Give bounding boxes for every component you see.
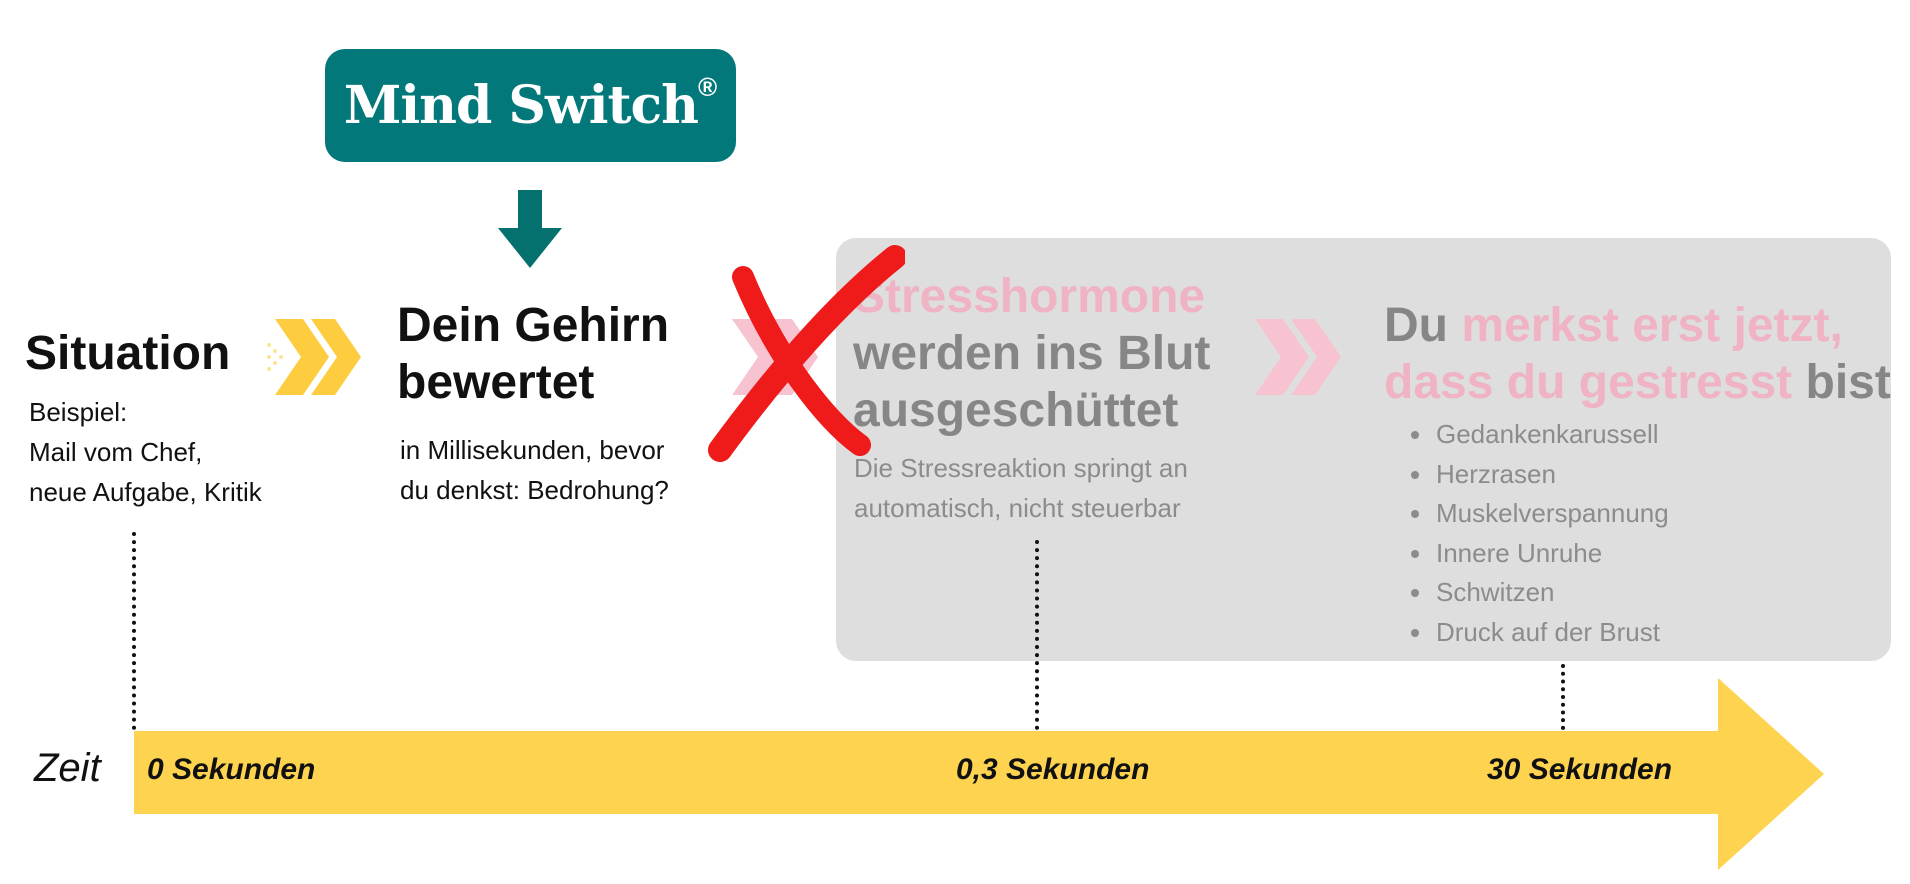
notice-line2-b: bist [1792,356,1891,409]
notice-line2-a: dass du gestresst [1384,356,1793,409]
tick-label: 30 Sekunden [1487,753,1673,786]
list-item: Innere Unruhe [1434,534,1669,574]
logo-text: Mind Switch [343,75,699,136]
tick-label: 0,3 Sekunden [956,753,1150,786]
brain-title-line2: bewertet [397,356,595,409]
notice-line1-b: merkst erst jetzt, [1461,299,1843,352]
symptom-list: Gedankenkarussell Herzrasen Muskelverspa… [1412,415,1669,652]
list-item: Herzrasen [1434,455,1669,495]
list-item: Schwitzen [1434,573,1669,613]
registered-mark: ® [697,72,718,102]
chevron-icon [1255,319,1341,395]
situation-title: Situation [25,327,231,380]
brain-title-line1: Dein Gehirn [397,299,670,352]
stress-title: Stresshormone werden ins Blut ausgeschüt… [853,268,1210,439]
notice-line1-a: Du [1384,299,1462,352]
down-arrow-icon [498,190,562,268]
brain-title: Dein Gehirn bewertet [397,297,669,411]
list-item: Gedankenkarussell [1434,415,1669,455]
timeline-arrow [134,678,1824,870]
brain-description: in Millisekunden, bevor du denkst: Bedro… [400,435,669,505]
list-item: Druck auf der Brust [1434,613,1669,653]
chevron-icon [267,319,361,395]
tick-label: 0 Sekunden [147,753,316,786]
situation-description: Beispiel: Mail vom Chef, neue Aufgabe, K… [29,397,262,507]
stress-description: Die Stressreaktion springt an automatisc… [854,453,1188,523]
notice-title: Du merkst erst jetzt, dass du gestresst … [1384,297,1891,411]
stress-title-line2: werden ins Blut [853,327,1211,380]
dotted-connector [1561,664,1565,730]
mindswitch-logo: Mind Switch® [325,49,736,162]
list-item: Muskelverspannung [1434,494,1669,534]
dotted-connector [132,532,136,730]
axis-label: Zeit [34,746,101,790]
dotted-connector [1035,540,1039,730]
stress-title-line1: Stresshormone [853,270,1206,323]
grey-panel [836,238,1891,661]
stress-title-line3: ausgeschüttet [853,384,1179,437]
cross-icon [708,245,905,462]
